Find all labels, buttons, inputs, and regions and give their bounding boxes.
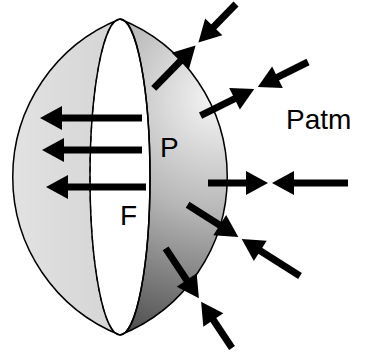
cut-face [13, 19, 120, 335]
arrow-head [198, 18, 222, 42]
arrow-head [42, 138, 64, 162]
arrow-shaft [212, 4, 236, 28]
arrow-shaft [60, 115, 142, 122]
hidden-rim [90, 19, 120, 335]
arrow-shaft [66, 184, 146, 191]
arrow-shaft [208, 180, 248, 187]
visible-rim [120, 19, 150, 335]
arrow-head [246, 171, 268, 195]
arrow-shaft [292, 180, 348, 187]
pressure-label: P [160, 134, 179, 162]
arrow-shaft [259, 250, 300, 276]
arrow-shaft [188, 205, 222, 226]
arrow-head [40, 106, 62, 130]
shell-dome [120, 19, 227, 335]
arrow-head [258, 67, 283, 88]
arrow-shaft [154, 60, 182, 89]
arrow-head [46, 175, 68, 199]
arrow-head [201, 302, 223, 327]
force-label: F [120, 202, 137, 230]
arrow-shaft [201, 98, 237, 116]
force-arrows [40, 4, 348, 348]
arrow-head [177, 273, 199, 298]
atmospheric-pressure-label: Patm [286, 106, 351, 134]
arrow-shaft [212, 318, 232, 348]
arrow-shaft [62, 147, 142, 154]
arrow-shaft [166, 248, 188, 281]
arrow-head [172, 45, 196, 69]
arrow-head [229, 88, 254, 109]
arrow-shaft [276, 62, 308, 78]
arrow-head [242, 239, 267, 261]
arrow-head [272, 171, 294, 195]
arrow-head [213, 215, 238, 237]
